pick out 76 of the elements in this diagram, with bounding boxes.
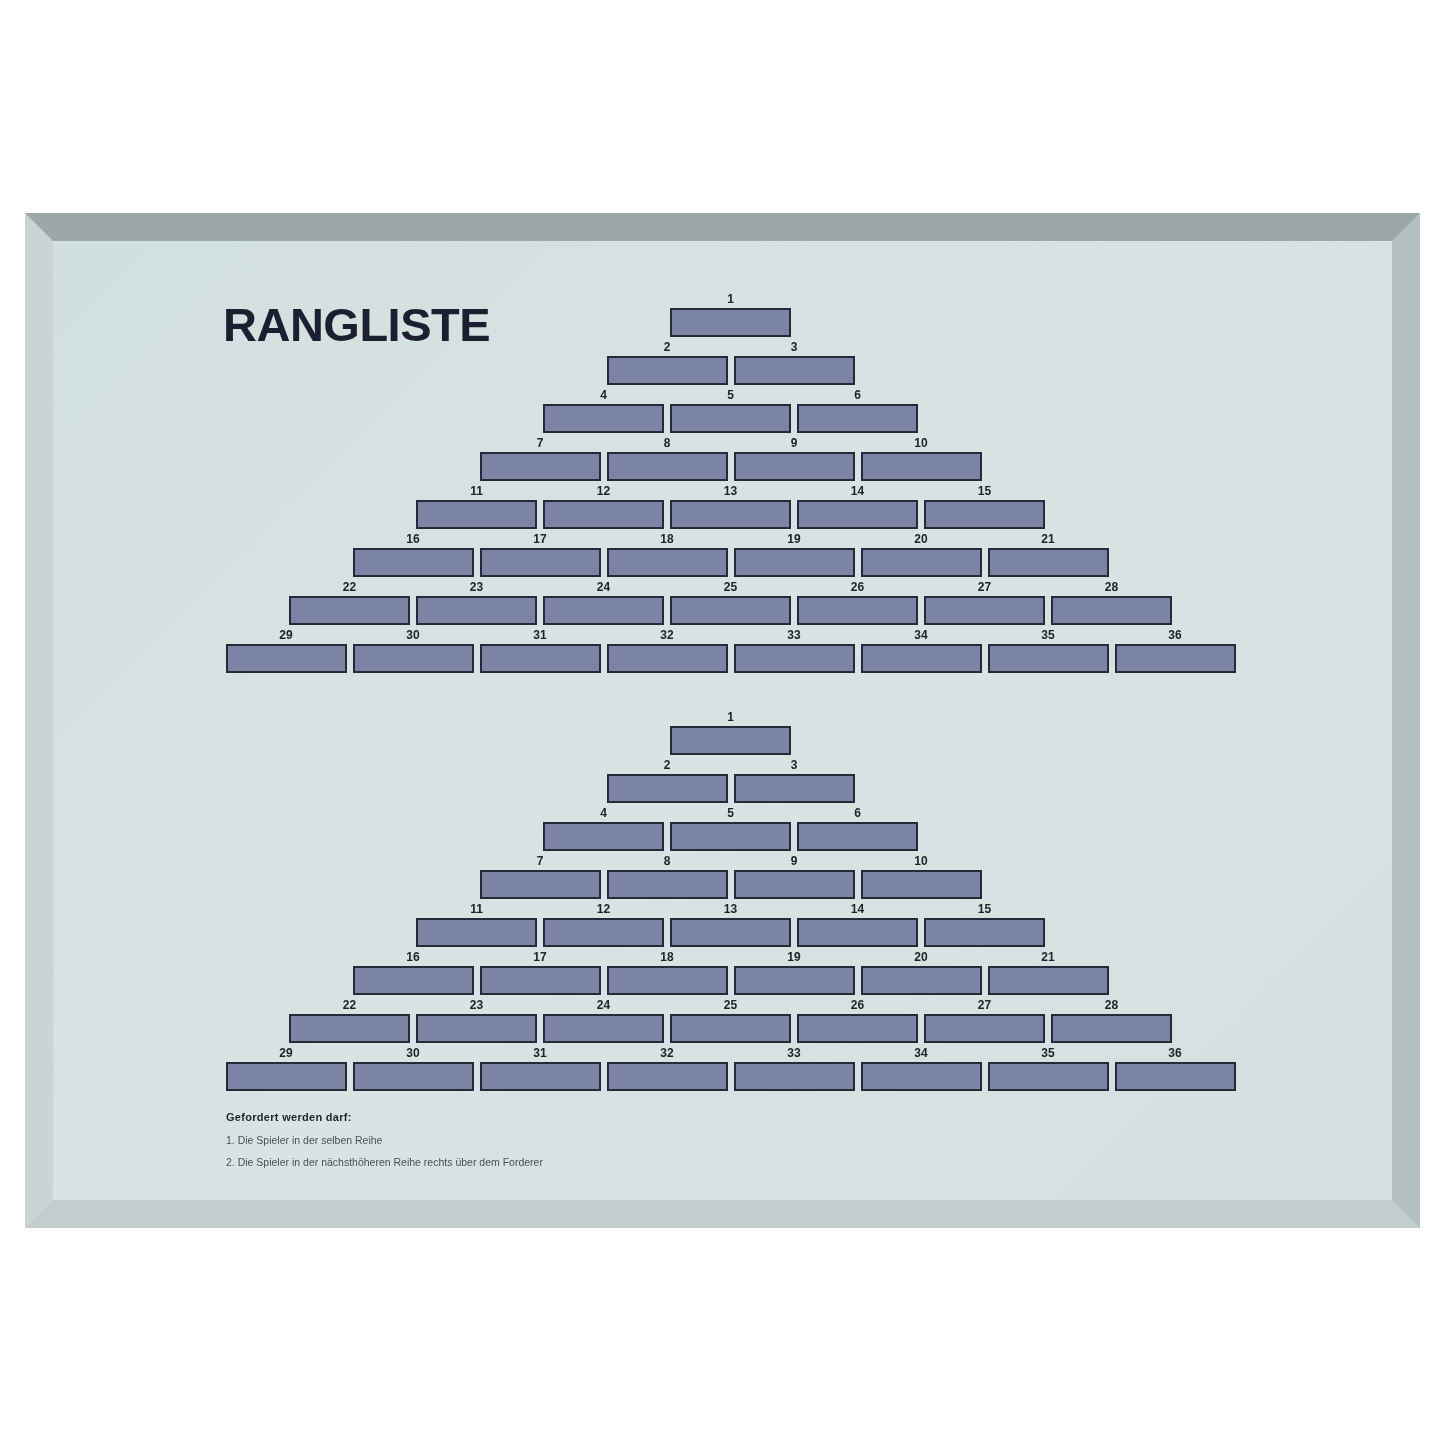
- rank-number: 35: [1041, 1046, 1055, 1060]
- rule-text: 1. Die Spieler in der selben Reihe: [226, 1133, 383, 1147]
- rank-number: 24: [596, 998, 611, 1012]
- rank-number: 32: [660, 1046, 674, 1060]
- rank-number: 30: [406, 1046, 420, 1060]
- rank-number: 13: [723, 484, 738, 498]
- rank-number: 17: [533, 950, 547, 964]
- rank-number: 14: [850, 484, 865, 498]
- rank-number: 30: [406, 628, 420, 642]
- rank-number: 29: [279, 628, 293, 642]
- rank-number: 36: [1168, 1046, 1182, 1060]
- rank-number: 18: [660, 532, 674, 546]
- rank-number: 31: [533, 628, 547, 642]
- rank-number: 6: [854, 388, 861, 402]
- rank-number: 22: [342, 998, 357, 1012]
- rule-text: 2. Die Spieler in der nächsthöheren Reihe rechts über dem Forderer: [226, 1156, 543, 1169]
- rank-number: 26: [850, 998, 865, 1012]
- rank-number: 23: [469, 998, 484, 1012]
- board-title: RANGLISTE: [223, 298, 491, 352]
- rank-number: 12: [596, 484, 611, 498]
- rank-number: 25: [723, 998, 738, 1012]
- rules-heading: Gefordert werden darf:: [226, 1111, 352, 1124]
- rank-number: 16: [406, 950, 420, 964]
- rank-number: 2: [663, 758, 671, 772]
- rank-number: 15: [977, 902, 992, 916]
- rank-number: 34: [914, 1046, 928, 1060]
- rank-number: 35: [1041, 628, 1055, 642]
- rank-number: 4: [600, 806, 607, 820]
- rank-number: 2: [663, 340, 671, 354]
- rank-number: 7: [536, 854, 544, 868]
- rank-number: 33: [787, 1046, 801, 1060]
- rank-number: 10: [914, 436, 928, 450]
- rank-number: 19: [787, 532, 801, 546]
- rank-number: 31: [533, 1046, 547, 1060]
- rank-number: 3: [790, 758, 798, 772]
- rank-number: 11: [470, 902, 483, 916]
- rank-number: 13: [723, 902, 738, 916]
- rank-number: 22: [342, 580, 357, 594]
- rank-number: 28: [1104, 998, 1119, 1012]
- rank-number: 4: [600, 388, 607, 402]
- rank-number: 15: [977, 484, 992, 498]
- rank-number: 27: [977, 580, 992, 594]
- rank-number: 3: [790, 340, 798, 354]
- rank-number: 8: [663, 436, 671, 450]
- rank-number: 21: [1041, 950, 1055, 964]
- rank-number: 14: [850, 902, 865, 916]
- rank-number: 19: [787, 950, 801, 964]
- rank-number: 17: [533, 532, 547, 546]
- rank-number: 33: [787, 628, 801, 642]
- rank-number: 25: [723, 580, 738, 594]
- rank-number: 21: [1041, 532, 1055, 546]
- rank-number: 26: [850, 580, 865, 594]
- rank-number: 36: [1168, 628, 1182, 642]
- rank-number: 1: [727, 710, 734, 724]
- rank-number: 6: [854, 806, 861, 820]
- rank-number: 12: [596, 902, 611, 916]
- rank-number: 20: [914, 532, 928, 546]
- rank-number: 5: [727, 388, 734, 402]
- rank-number: 10: [914, 854, 928, 868]
- rank-number: 1: [727, 292, 734, 306]
- rank-number: 28: [1104, 580, 1119, 594]
- rank-number: 9: [790, 436, 798, 450]
- rank-number: 7: [536, 436, 544, 450]
- rank-number: 11: [470, 484, 483, 498]
- rank-number: 34: [914, 628, 928, 642]
- rank-number: 8: [663, 854, 671, 868]
- rank-number: 32: [660, 628, 674, 642]
- rank-number: 9: [790, 854, 798, 868]
- rank-number: 20: [914, 950, 928, 964]
- rank-number: 16: [406, 532, 420, 546]
- rank-number: 27: [977, 998, 992, 1012]
- rank-number: 18: [660, 950, 674, 964]
- rank-number: 29: [279, 1046, 293, 1060]
- rank-number: 23: [469, 580, 484, 594]
- rank-number: 5: [727, 806, 734, 820]
- rank-number: 24: [596, 580, 611, 594]
